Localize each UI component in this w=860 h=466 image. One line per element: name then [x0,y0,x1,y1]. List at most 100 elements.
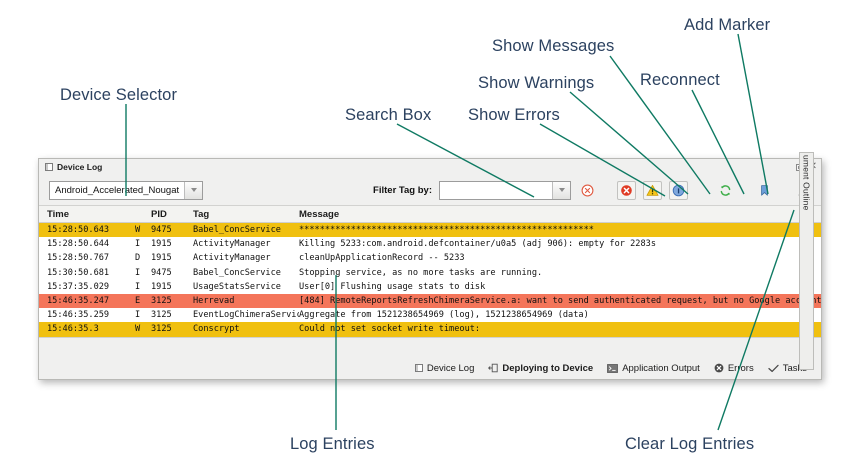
log-cell-pid: 1915 [151,239,172,250]
annotation-label-show-messages: Show Messages [492,37,615,55]
device-selector[interactable]: Android_Accelerated_Nougat [49,180,204,200]
clear-filter-icon[interactable] [578,181,597,200]
log-cell-time: 15:28:50.767 [47,253,110,264]
window-icon [45,163,53,171]
log-cell-pid: 3125 [151,296,172,307]
status-item-label: Application Output [622,362,700,374]
log-cell-pid: 3125 [151,310,172,321]
column-header-time[interactable]: Time [47,208,70,220]
show-errors-button[interactable] [617,180,636,200]
log-row[interactable]: 15:28:50.644 I 1915 ActivityManager Killing … [39,237,821,252]
log-row[interactable]: 15:28:50.767 D 1915 ActivityManager cleanUpA… [39,251,821,266]
log-cell-level: I [135,267,141,278]
log-cell-message: User[0] Flushing usage stats to disk [299,281,486,292]
log-cell-message: cleanUpApplicationRecord -- 5233 [299,253,465,264]
log-row[interactable]: 15:37:35.029 I 1915 UsageStatsService User[0… [39,279,821,294]
annotation-label-search-box: Search Box [345,106,432,124]
log-cell-message: [484] RemoteReportsRefreshChimeraService… [299,296,821,307]
error-circle-icon [714,363,724,373]
log-cell-pid: 3125 [151,324,172,335]
log-cell-tag: EventLogChimeraService [193,310,299,321]
log-cell-level: I [135,281,141,292]
status-item-device-log[interactable]: Device Log [414,362,475,374]
log-cell-level: E [135,296,141,307]
log-cell-level: W [135,324,141,335]
check-icon [768,364,779,373]
log-cell-message: Stopping service, as no more tasks are r… [299,267,543,278]
search-input-field[interactable] [440,181,552,199]
column-header-tag[interactable]: Tag [193,208,210,220]
chevron-down-icon[interactable] [184,181,203,199]
annotation-label-log-entries: Log Entries [290,435,375,453]
status-item-label: Errors [727,362,754,374]
filter-area: Filter Tag by: [373,180,813,200]
log-cell-time: 15:28:50.643 [47,225,110,236]
annotation-label-show-warnings: Show Warnings [478,74,595,92]
show-messages-button[interactable] [669,180,688,200]
log-cell-tag: Babel_ConcService [193,267,281,278]
log-cell-tag: Herrevad [193,296,235,307]
log-cell-pid: 1915 [151,253,172,264]
column-header-pid[interactable]: PID [151,208,167,220]
log-cell-level: D [135,253,141,264]
status-item-application-output[interactable]: Application Output [607,363,700,374]
log-cell-message: Aggregate from 1521238654969 (log), 1521… [299,310,589,321]
log-cell-tag: Babel_ConcService [193,225,281,236]
log-cell-tag: UsageStatsService [193,281,281,292]
document-outline-strip[interactable]: ument Outline [799,152,814,370]
log-cell-pid: 9475 [151,225,172,236]
log-table-header: Time PID Tag Message [39,206,821,223]
annotation-label-clear-log: Clear Log Entries [625,435,755,453]
log-cell-level: I [135,239,141,250]
log-cell-message: ****************************************… [299,225,594,236]
status-item-label: Device Log [426,362,475,374]
annotation-label-show-errors: Show Errors [468,106,560,124]
log-cell-pid: 1915 [151,281,172,292]
log-cell-tag: Conscrypt [193,324,240,335]
chevron-down-icon[interactable] [552,181,570,199]
log-cell-message: Killing 5233:com.android.defcontainer/u0… [299,239,656,250]
status-bar: Device Log Deploying to Device Applicati… [39,357,821,379]
status-item-label: Tasks [782,362,807,374]
device-log-toolbar: Android_Accelerated_Nougat Filter Tag by… [39,175,821,205]
tool-window-title-group: Device Log [45,162,102,172]
log-cell-time: 15:46:35.247 [47,296,110,307]
log-row[interactable]: 15:46:35.247 E 3125 Herrevad [484] RemoteRep… [39,293,821,309]
log-row[interactable]: 15:46:35.3 W 3125 Conscrypt Could not set so… [39,322,821,337]
add-marker-button[interactable] [755,181,774,200]
show-warnings-button[interactable] [643,180,662,200]
search-input[interactable] [439,180,571,200]
filter-tag-label: Filter Tag by: [373,184,432,196]
status-item-errors[interactable]: Errors [714,363,754,374]
status-item-label: Deploying to Device [502,362,594,374]
deploy-icon [488,363,499,373]
reconnect-button[interactable] [716,181,735,200]
tool-window-titlebar: Device Log ✕ [39,159,821,175]
status-item-deploying-to-device[interactable]: Deploying to Device [488,363,593,374]
device-log-tool-window: Device Log ✕ Android_Accelerated_Nougat … [38,158,822,380]
column-header-message[interactable]: Message [299,208,340,220]
window-icon [414,364,423,372]
log-row[interactable]: 15:28:50.643 W 9475 Babel_ConcService ******… [39,223,821,238]
log-cell-level: I [135,310,141,321]
annotation-label-add-marker: Add Marker [684,16,771,34]
terminal-icon [607,363,619,373]
log-cell-time: 15:46:35.259 [47,310,110,321]
annotation-label-reconnect: Reconnect [640,71,720,89]
log-cell-time: 15:30:50.681 [47,267,110,278]
log-cell-time: 15:28:50.644 [47,239,110,250]
log-cell-message: Could not set socket write timeout: [299,324,481,335]
document-outline-label: ument Outline [801,155,812,211]
log-cell-tag: ActivityManager [193,253,271,264]
log-cell-level: W [135,225,141,236]
log-cell-time: 15:46:35.3 [47,324,99,335]
device-selector-value: Android_Accelerated_Nougat [55,184,180,196]
annotation-label-device-selector: Device Selector [60,86,178,104]
tool-window-title: Device Log [57,162,103,172]
log-cell-time: 15:37:35.029 [47,281,110,292]
log-cell-tag: ActivityManager [193,239,271,250]
